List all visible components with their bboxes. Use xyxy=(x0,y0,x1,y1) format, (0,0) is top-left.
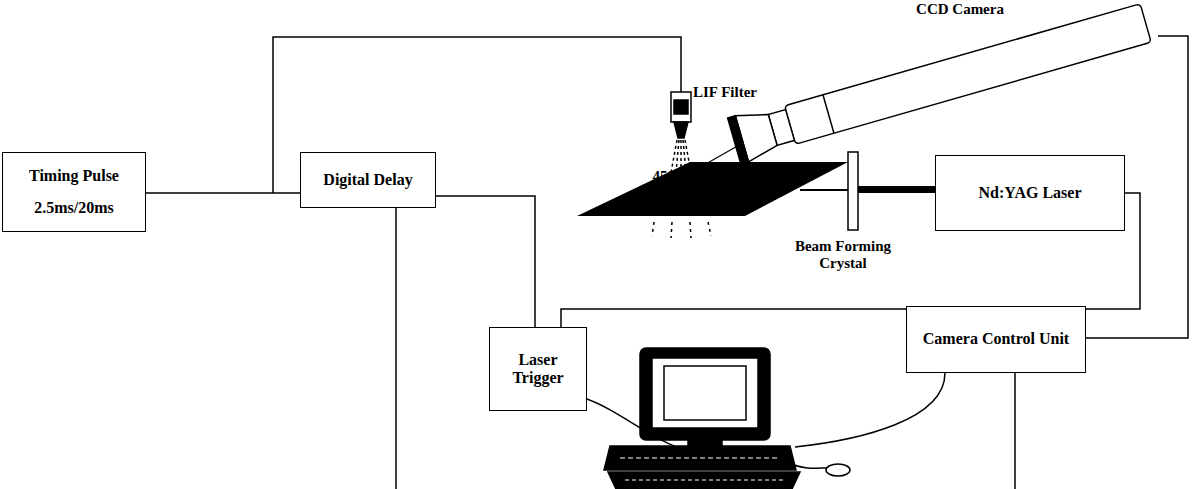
camera-label: CCD Camera xyxy=(890,1,1030,18)
box-title: Nd:YAG Laser xyxy=(979,184,1082,202)
laser-box: Nd:YAG Laser xyxy=(935,155,1125,231)
signal-wire xyxy=(146,193,300,194)
trigger-box: Laser Trigger xyxy=(489,327,587,411)
box-subtitle: 2.5ms/20ms xyxy=(34,199,114,217)
signal-wire xyxy=(436,196,535,327)
computer xyxy=(604,348,850,489)
box-title: Digital Delay xyxy=(323,171,412,189)
timing-pulse-box: Timing Pulse 2.5ms/20ms xyxy=(2,152,146,232)
laser-beam xyxy=(858,186,936,193)
control-unit-box: Camera Control Unit xyxy=(906,306,1086,373)
box-title: Laser Trigger xyxy=(496,351,580,388)
beam-forming-crystal xyxy=(848,152,858,230)
angle-label: 45° xyxy=(646,168,680,185)
filter-label: LIF Filter xyxy=(690,84,760,101)
ccd-camera xyxy=(728,0,1153,164)
box-title: Timing Pulse xyxy=(29,167,119,185)
control-down-wire xyxy=(1014,373,1016,489)
delay-wire xyxy=(395,208,397,489)
delay-box: Digital Delay xyxy=(300,152,436,208)
crystal-label: Beam Forming Crystal xyxy=(778,238,908,271)
laser-sheet xyxy=(577,162,848,216)
sheet-beam xyxy=(800,189,848,191)
box-title: Camera Control Unit xyxy=(923,330,1069,348)
control-cable xyxy=(795,373,945,447)
